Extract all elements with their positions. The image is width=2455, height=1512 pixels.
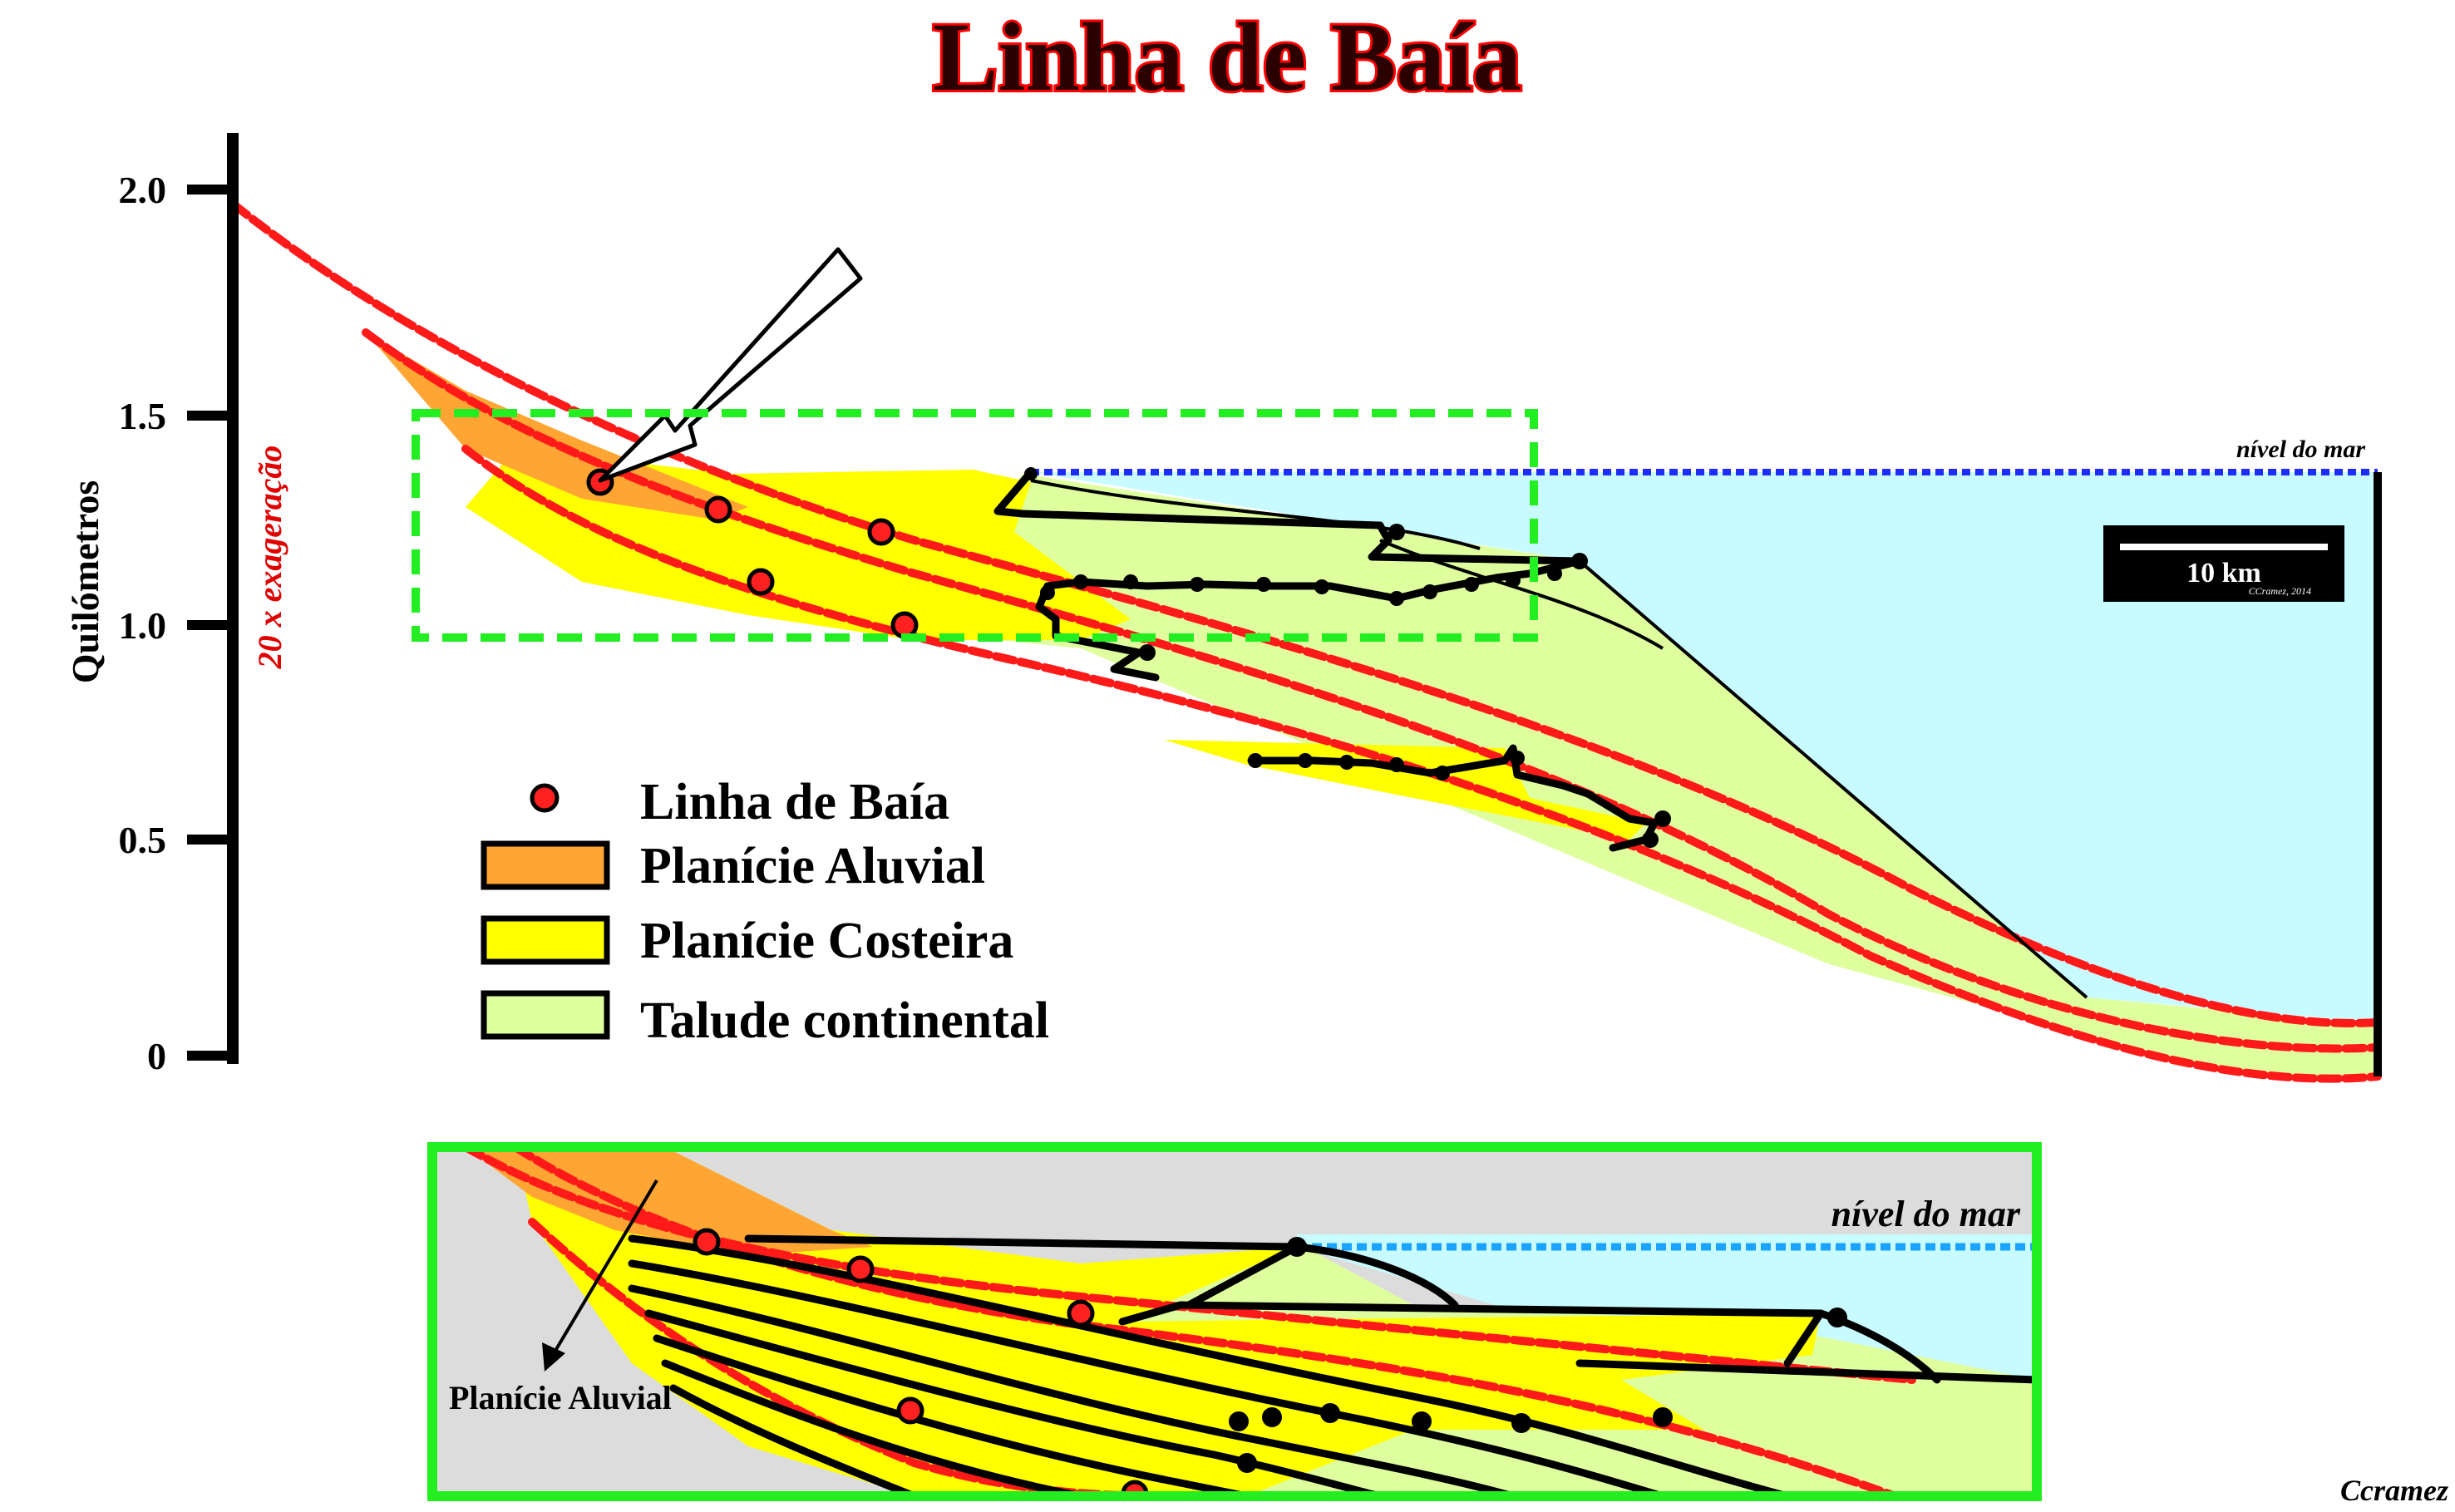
inset-arrow-head	[542, 1342, 565, 1372]
page-title: Linha de Baía	[933, 2, 1521, 111]
legend-label: Linha de Baía	[640, 774, 949, 830]
bayline-point	[890, 611, 919, 639]
inset-stratum-line	[644, 1309, 1384, 1496]
inset-alluvial-label: Planície Aluvial	[449, 1379, 672, 1416]
shoreline-trajectory	[1247, 744, 1659, 852]
inset-sea	[1297, 1234, 2037, 1496]
bayline-point	[896, 1396, 924, 1425]
inset-stratum-line	[1783, 1309, 1825, 1367]
inset-unconformity-line	[461, 1147, 1916, 1384]
y-tick-label: 0.5	[119, 819, 167, 861]
alluvial-plain-area	[366, 332, 748, 520]
unconformity-line	[461, 445, 2382, 1083]
inset-stratum-line	[653, 1334, 1251, 1496]
shelf-edge-line	[1578, 559, 2088, 999]
inset-stratum-line	[744, 1234, 1301, 1251]
scale-bar-credit: CCramez, 2014	[2249, 585, 2311, 597]
bayline-point	[693, 1228, 721, 1256]
bayline-points	[586, 468, 919, 639]
shoreline-dots	[1024, 467, 1671, 848]
scale-bar: 10 km CCramez, 2014	[2103, 525, 2344, 602]
vertical-exaggeration-label: 20 x exageração	[251, 446, 288, 670]
legend-swatch-alluvial	[481, 840, 610, 890]
inset-stratum-line	[1293, 1243, 1459, 1309]
legend-label: Talude continental	[640, 992, 1049, 1049]
y-tick-label: 1.0	[119, 604, 167, 647]
inset-stratum-line	[669, 1384, 919, 1496]
y-tick-label: 2.0	[119, 169, 167, 211]
legend-swatch-slope	[481, 990, 610, 1040]
legend-symbol-bayline	[530, 783, 560, 813]
inset-stratum-line	[1185, 1243, 1301, 1309]
inset-bayline-points	[693, 1228, 1149, 1496]
y-tick-label: 1.5	[119, 395, 167, 437]
callout-pointer	[598, 247, 863, 483]
scale-bar-label: 10 km	[2186, 558, 2261, 589]
clinoform-line	[1030, 479, 1481, 550]
legend-swatch-coastal	[481, 915, 610, 965]
inset-stratum-line	[1575, 1359, 2037, 1384]
inset-stratum-line	[1118, 1301, 1825, 1326]
inset-detail: nível do mar Planície Aluvial	[427, 1142, 2042, 1501]
legend-label: Planície Aluvial	[640, 838, 985, 894]
bayline-point	[846, 1255, 875, 1283]
y-axis-label: Quilómetros	[64, 480, 106, 683]
author-credit: Ccramez	[2340, 1474, 2448, 1507]
sea-water	[1031, 472, 2378, 1022]
bayline-point	[1067, 1299, 1095, 1327]
inset-arrow-line	[551, 1179, 658, 1357]
scale-bar-box	[2103, 525, 2344, 602]
y-tick-label: 0	[147, 1035, 166, 1077]
coastal-plain-lower	[1164, 740, 1646, 840]
inset-stratum-line	[628, 1284, 1517, 1496]
inset-unconformity-line	[511, 1147, 1900, 1496]
bayline-point	[867, 518, 895, 546]
continental-slope-area	[914, 474, 2378, 1081]
unconformity-line	[229, 199, 2382, 1027]
main-cross-section: nível do mar	[229, 199, 2382, 1083]
inset-stratum-line	[661, 1359, 1085, 1496]
inset-shoreline-dots	[1229, 1237, 1847, 1473]
inset-stratum-line	[628, 1234, 1792, 1496]
inset-sea-level-label: nível do mar	[1831, 1194, 2021, 1234]
inset-stratum-line	[628, 1259, 1667, 1496]
y-axis: 2.0 1.5 1.0 0.5 0 Quilómetros 20 x exage…	[64, 133, 288, 1077]
legend: Linha de Baía Planície Aluvial Planície …	[481, 774, 1049, 1049]
legend-label: Planície Costeira	[640, 913, 1013, 969]
inset-frame	[427, 1142, 2042, 1501]
bayline-point	[747, 568, 775, 596]
bayline-point	[704, 495, 732, 524]
highlight-box	[412, 409, 1538, 642]
sea-level-label: nível do mar	[2236, 436, 2365, 463]
